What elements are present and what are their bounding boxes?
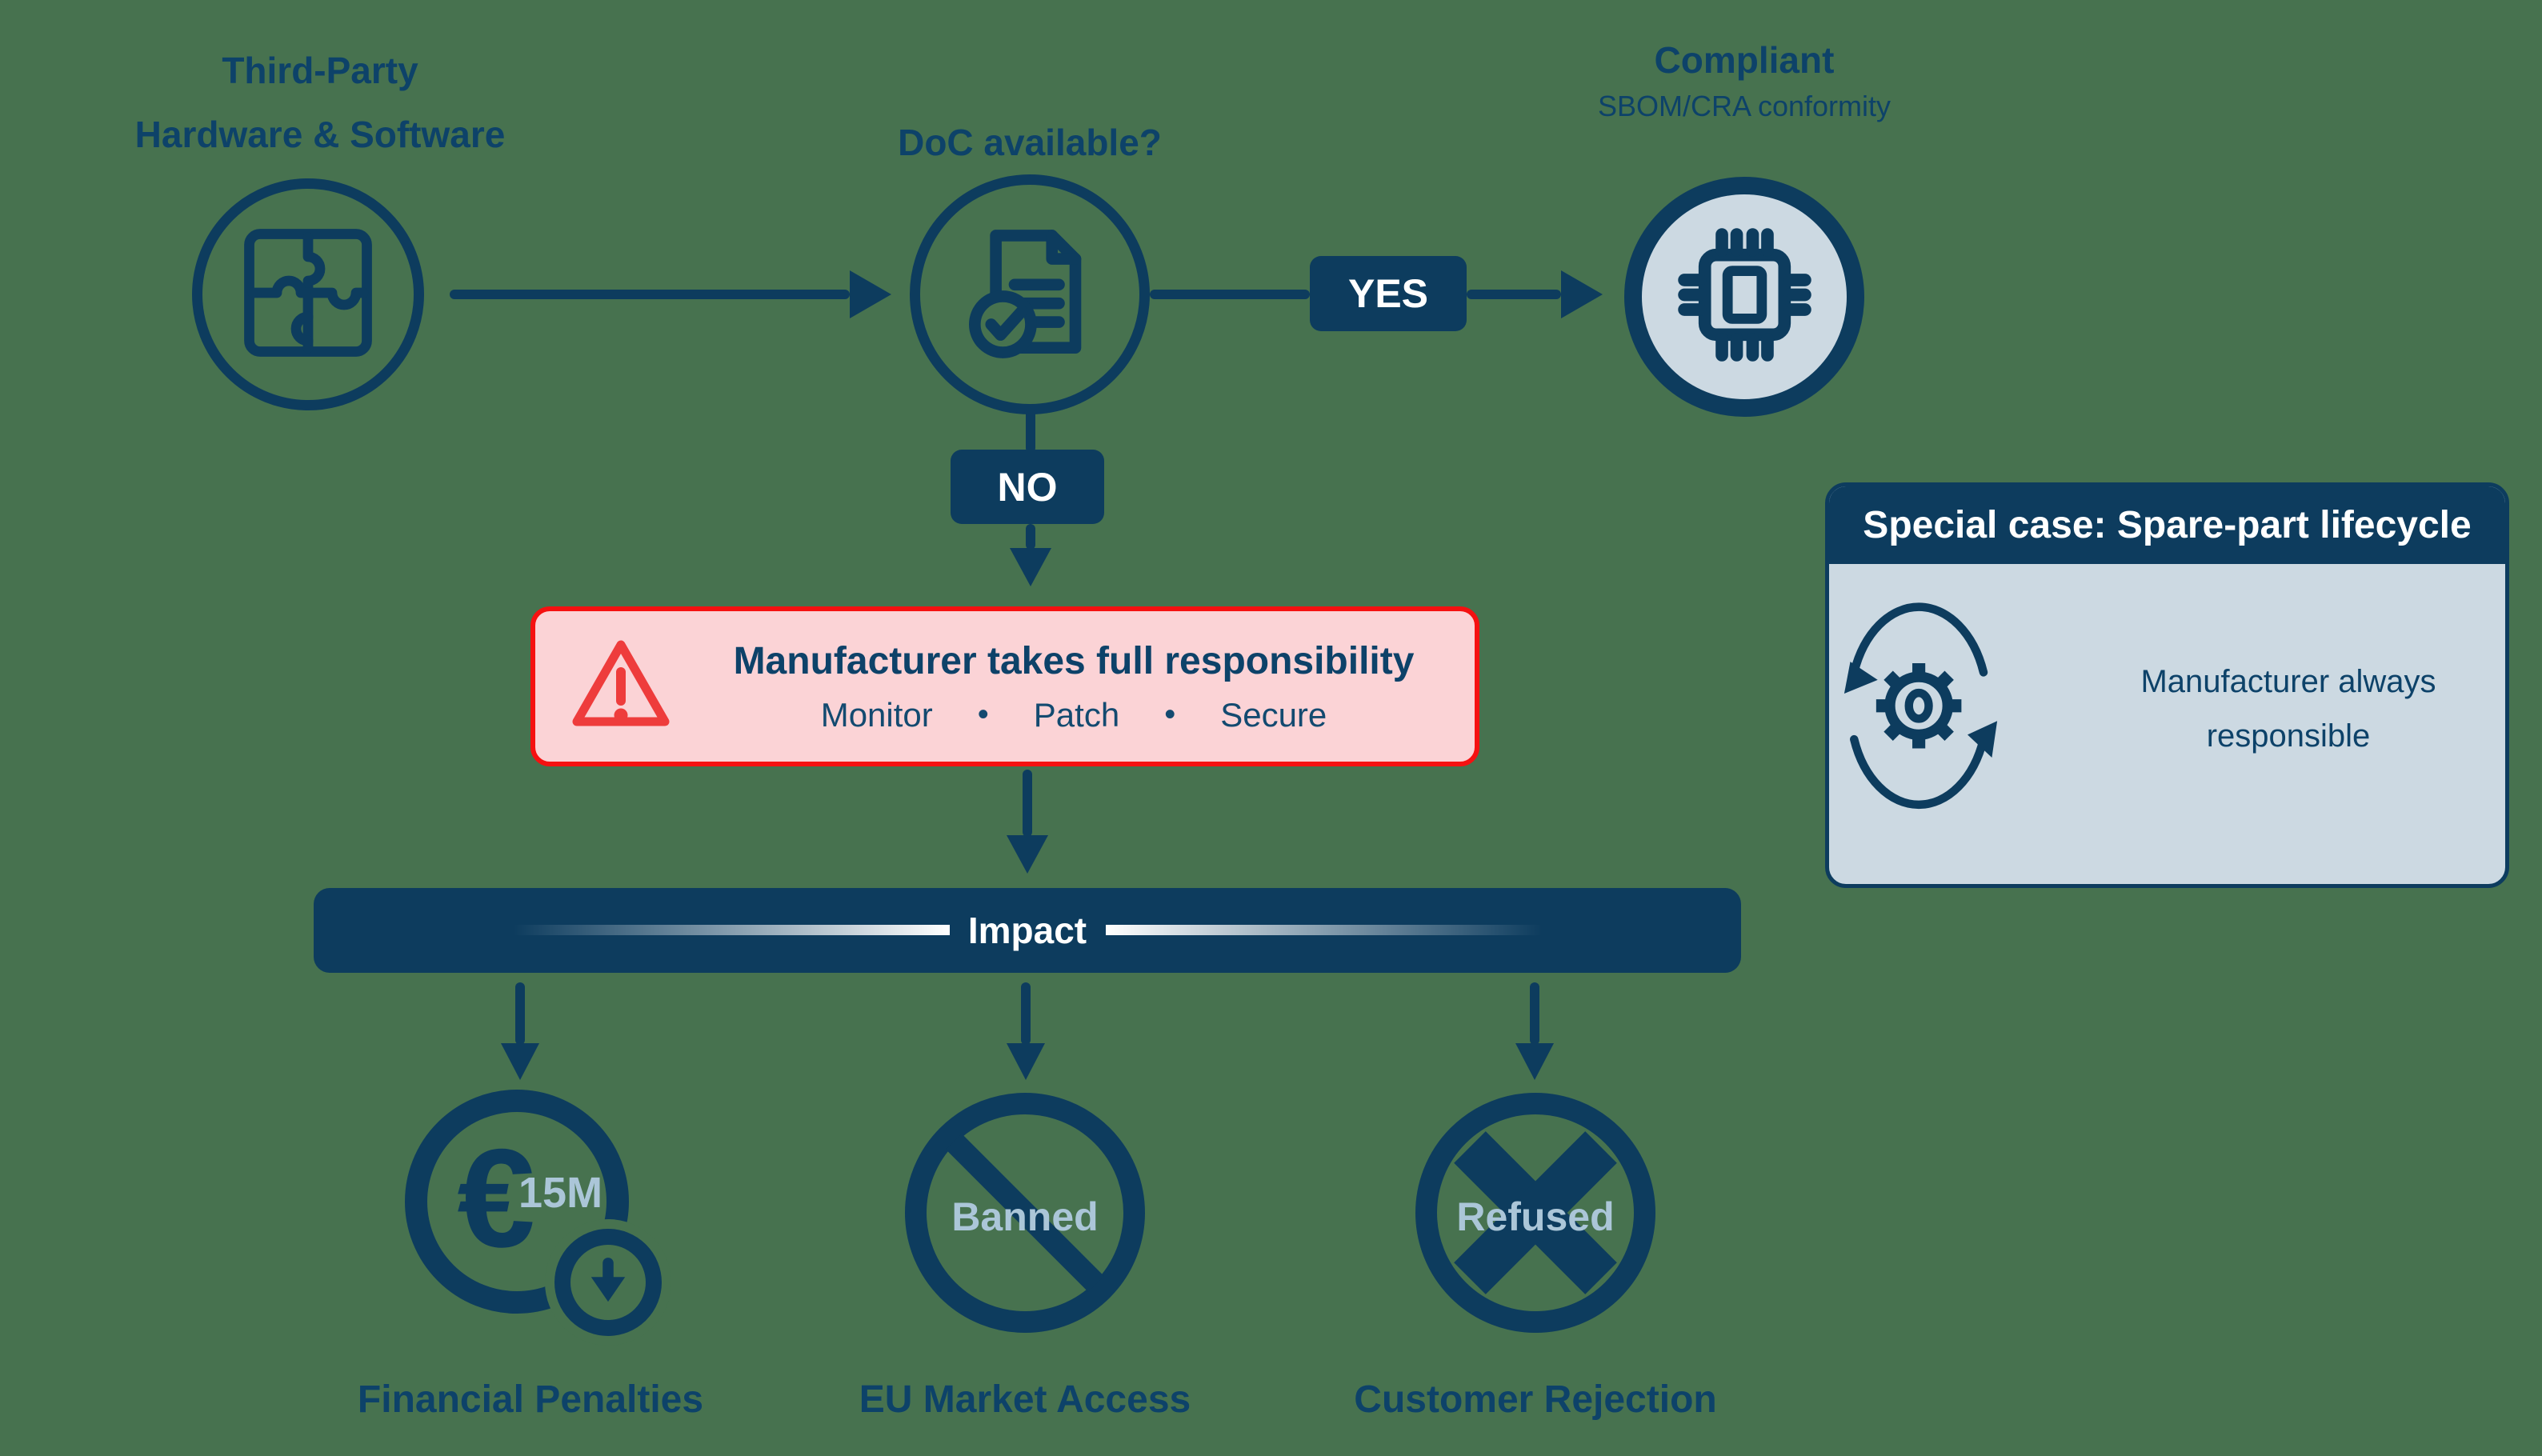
chip-icon xyxy=(1671,221,1819,373)
compliant-title-block: Compliant SBOM/CRA conformity xyxy=(1504,38,1984,123)
warning-item-monitor: Monitor xyxy=(820,695,933,734)
penalty-amount: 15M xyxy=(518,1169,603,1217)
line-impact-market xyxy=(1021,982,1031,1045)
third-party-title-line1: Third-Party xyxy=(222,50,418,91)
arrowhead-right-icon xyxy=(850,270,891,318)
arrowhead-down-icon xyxy=(1515,1043,1554,1080)
compliant-title: Compliant xyxy=(1654,39,1835,81)
manufacturer-responsibility-box: Manufacturer takes full responsibility M… xyxy=(530,606,1479,766)
warning-item-secure: Secure xyxy=(1220,695,1327,734)
refused-word: Refused xyxy=(1456,1194,1615,1239)
line-yes-to-compliant xyxy=(1467,290,1561,299)
euro-symbol: € xyxy=(457,1120,535,1277)
special-case-header: Special case: Spare-part lifecycle xyxy=(1829,486,2505,564)
warning-item-patch: Patch xyxy=(1033,695,1120,734)
lifecycle-gear-icon xyxy=(1843,588,1999,820)
line-no-to-warning xyxy=(1026,524,1035,550)
puzzle-icon xyxy=(236,221,380,369)
yes-badge: YES xyxy=(1310,256,1467,331)
line-warning-to-impact xyxy=(1023,770,1032,837)
arrowhead-right-icon xyxy=(1561,270,1603,318)
special-case-body-line1: Manufacturer always xyxy=(2140,664,2436,699)
impact-label: Impact xyxy=(967,910,1087,951)
doc-node xyxy=(910,174,1150,414)
doc-title: DoC available? xyxy=(898,122,1162,163)
compliant-subtitle: SBOM/CRA conformity xyxy=(1597,90,1891,122)
third-party-title-line2: Hardware & Software xyxy=(134,114,506,155)
bullet-icon: • xyxy=(977,697,989,732)
arrow-thirdparty-to-doc xyxy=(450,290,850,299)
fine-down-arrow-icon xyxy=(554,1229,662,1336)
compliant-node xyxy=(1624,177,1864,417)
line-impact-rejection xyxy=(1530,982,1539,1045)
arrowhead-down-icon xyxy=(1010,548,1051,586)
impact-gradient-left xyxy=(514,925,950,935)
impact-gradient-right xyxy=(1106,925,1542,935)
line-doc-to-no xyxy=(1026,410,1035,453)
arrowhead-down-icon xyxy=(501,1043,539,1080)
customer-rejection-label: Customer Rejection xyxy=(1354,1378,1717,1421)
document-check-icon xyxy=(954,217,1106,373)
banned-word: Banned xyxy=(951,1194,1099,1239)
third-party-title: Third-Party Hardware & Software xyxy=(72,38,568,166)
impact-bar: Impact xyxy=(314,888,1741,973)
arrowhead-down-icon xyxy=(1007,1043,1045,1080)
line-doc-to-yes xyxy=(1150,290,1310,299)
eu-market-access-label: EU Market Access xyxy=(859,1378,1191,1421)
warning-content: Manufacturer takes full responsibility M… xyxy=(673,639,1475,734)
special-case-body-line2: responsible xyxy=(2206,718,2371,754)
line-impact-financial xyxy=(515,982,525,1045)
warning-title: Manufacturer takes full responsibility xyxy=(733,639,1415,682)
third-party-node xyxy=(192,178,424,410)
bullet-icon: • xyxy=(1164,697,1176,732)
arrowhead-down-icon xyxy=(1007,835,1048,874)
warning-triangle-icon xyxy=(569,634,673,739)
warning-items: Monitor • Patch • Secure xyxy=(821,696,1327,734)
special-case-body: Manufacturer always responsible xyxy=(2092,654,2484,763)
financial-penalties-label: Financial Penalties xyxy=(357,1378,704,1421)
no-badge: NO xyxy=(951,450,1104,524)
